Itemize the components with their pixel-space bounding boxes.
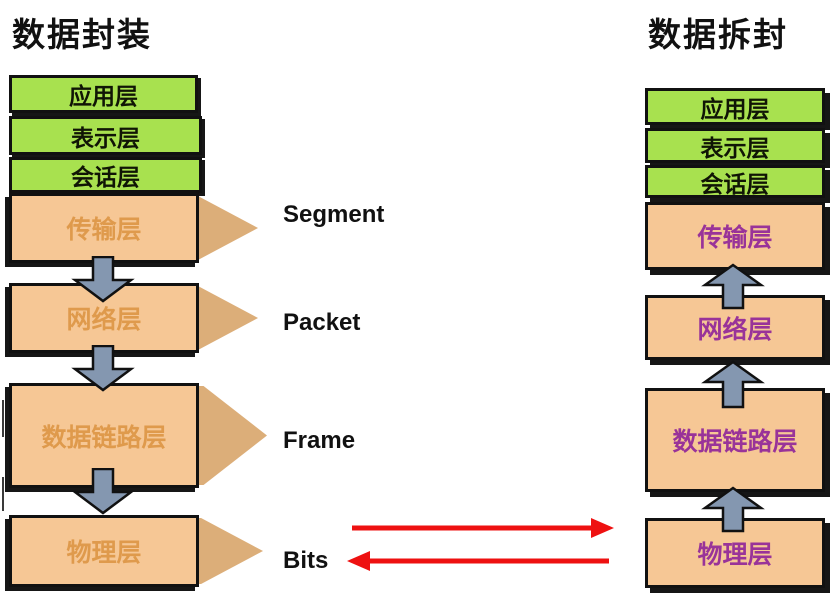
decapsulation-title: 数据拆封 bbox=[648, 16, 788, 53]
stray-mark bbox=[2, 400, 4, 437]
layer-transport-right: 传输层 bbox=[645, 202, 825, 270]
layer-application-right: 应用层 bbox=[645, 88, 825, 125]
layer-physical-left: 物理层 bbox=[9, 515, 199, 587]
pdu-label-segment: Segment bbox=[283, 201, 385, 228]
layer-presentation-right: 表示层 bbox=[645, 128, 825, 163]
layer-session-left: 会话层 bbox=[9, 157, 202, 193]
down-arrow-icon bbox=[71, 345, 135, 392]
stray-mark bbox=[2, 477, 4, 511]
layer-session-right: 会话层 bbox=[645, 165, 825, 198]
pdu-label-frame: Frame bbox=[283, 427, 356, 454]
transmit-left-arrow-icon bbox=[347, 551, 609, 571]
up-arrow-icon bbox=[701, 360, 765, 409]
up-arrow-icon bbox=[701, 486, 765, 533]
transmit-right-arrow-icon bbox=[352, 518, 614, 538]
layer-presentation-left: 表示层 bbox=[9, 116, 202, 155]
down-arrow-icon bbox=[71, 468, 135, 515]
pdu-label-packet: Packet bbox=[283, 309, 361, 336]
layer-application-left: 应用层 bbox=[9, 75, 198, 113]
up-arrow-icon bbox=[701, 263, 765, 310]
layer-transport-left: 传输层 bbox=[9, 193, 199, 263]
encapsulation-title: 数据封装 bbox=[12, 16, 152, 53]
down-arrow-icon bbox=[71, 256, 135, 303]
pdu-label-bits: Bits bbox=[283, 547, 329, 574]
